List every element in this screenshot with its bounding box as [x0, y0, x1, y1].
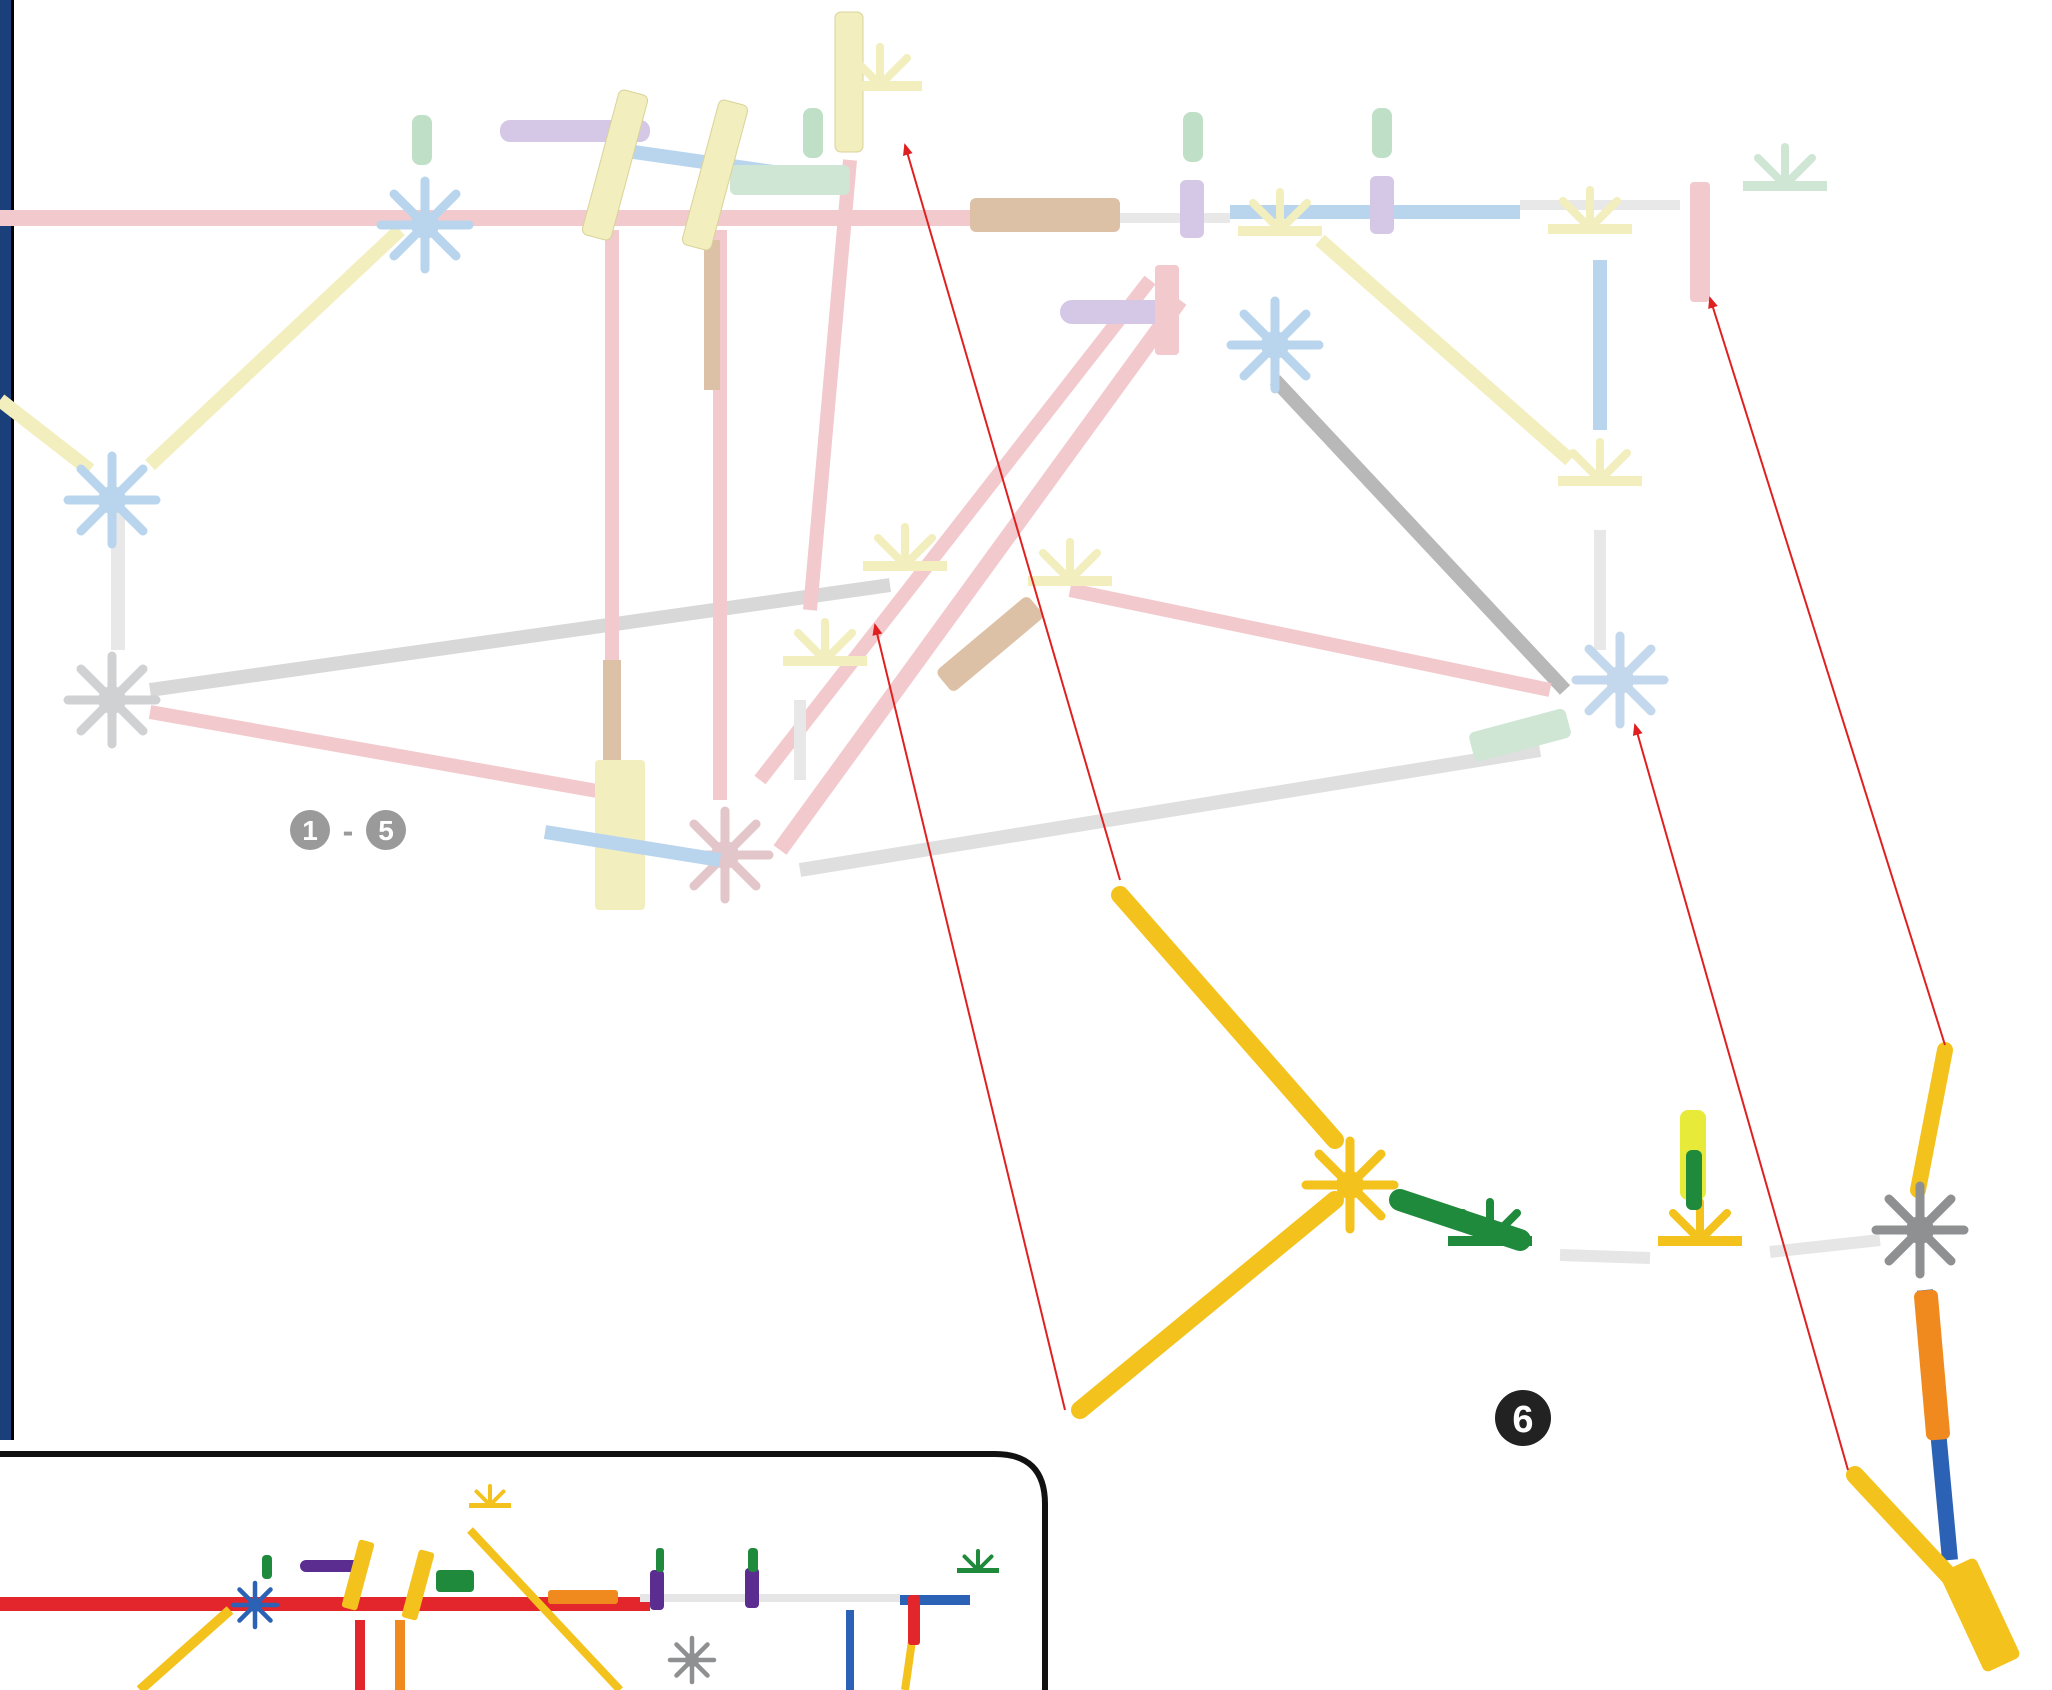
yellow-plate-1	[581, 89, 649, 241]
yellow-rod-upper	[1111, 886, 1344, 1149]
yellow-rod-right-top	[1910, 1042, 1953, 1198]
tilted-pink-rod	[803, 159, 857, 611]
left-diagonal-rod	[0, 394, 95, 476]
previous-steps-label: 1 - 5	[290, 810, 406, 850]
blue-hub-right	[1576, 636, 1664, 724]
purple-clip-2	[1370, 176, 1394, 234]
yellow-half-hub-step6	[1658, 1202, 1742, 1246]
insertion-arrow-icon	[1708, 296, 1946, 1046]
yellow-hub-step6	[1306, 1141, 1394, 1229]
blue-hub-left	[68, 456, 156, 544]
bottom-pink-rod	[148, 705, 622, 802]
inset-yellow-diagonal	[136, 1606, 234, 1690]
inset-frame	[0, 1451, 1048, 1690]
yellow-hub-mid-2	[1028, 542, 1112, 586]
step-range-separator: -	[343, 813, 354, 849]
green-hub-top-right	[1743, 147, 1827, 191]
inset-purple-clip-2	[745, 1568, 759, 1608]
insertion-arrow-icon	[872, 623, 1066, 1411]
insertion-arrow-icon	[1632, 723, 1849, 1471]
yellow-base-block	[595, 760, 645, 910]
green-clip-bottom	[1469, 708, 1571, 762]
blue-hub-top-left	[381, 181, 469, 269]
yellow-rod-lower	[1071, 1191, 1344, 1419]
green-connector	[1389, 1189, 1531, 1251]
step-range-start: 1	[302, 815, 318, 846]
inset-yellow-hub	[467, 1484, 513, 1510]
yellow-hub-front	[783, 622, 867, 666]
right-pink-rod	[1068, 583, 1552, 697]
pink-clip-right	[1690, 182, 1710, 302]
green-peg-4	[1372, 108, 1392, 158]
inset-red-clip	[908, 1595, 920, 1645]
grey-hub-left	[68, 656, 156, 744]
tan-clip-top	[970, 198, 1120, 232]
yellow-hub-right-mid	[1558, 442, 1642, 486]
current-step-label: 6	[1495, 1390, 1551, 1446]
inset-purple-clip-1	[650, 1570, 664, 1610]
step-badge-current	[1495, 1390, 1551, 1446]
inset-yellow-plate-1	[341, 1539, 375, 1611]
inset-yellow-long	[467, 1527, 623, 1690]
white-rod-2	[1769, 1234, 1881, 1258]
yellow-plate-2	[681, 99, 749, 251]
purple-clip-1	[1180, 180, 1204, 238]
pale-model	[0, 11, 1827, 910]
inset-preview	[0, 1451, 1048, 1690]
tan-clip-front	[937, 597, 1043, 691]
orange-connector	[1914, 1289, 1950, 1441]
insertion-arrows	[872, 143, 1946, 1471]
front-diagonal-rod-1	[773, 295, 1187, 855]
front-bottom-rod	[798, 743, 1542, 877]
inset-model	[0, 1484, 1001, 1690]
green-clip-top	[730, 165, 850, 195]
inset-purple-lever	[300, 1560, 360, 1572]
page-edge-bar	[0, 0, 14, 1440]
inset-blue-hub	[233, 1583, 277, 1627]
right-yellow-diagonal	[1315, 234, 1575, 466]
step-number: 6	[1512, 1399, 1533, 1441]
purple-lever-mid	[1060, 300, 1170, 324]
blue-short-bottom	[543, 825, 722, 867]
green-peg-3	[1183, 112, 1203, 162]
pink-clip-center	[1155, 265, 1179, 355]
inset-green-peg-3	[656, 1548, 664, 1572]
inset-orange-clip	[548, 1590, 618, 1604]
insertion-arrow-icon	[903, 143, 1121, 881]
inset-green-hub	[955, 1549, 1001, 1575]
bottom-grey-rod	[149, 578, 891, 697]
grey-hub-step6	[1876, 1186, 1964, 1274]
yellow-hub-top-right	[1548, 190, 1632, 234]
inset-green-peg-2	[748, 1548, 758, 1572]
green-peg-1	[412, 115, 432, 165]
inset-yellow-plate-2	[401, 1549, 435, 1621]
inset-grey-hub	[670, 1638, 714, 1682]
step6-assembly	[1071, 886, 2020, 1672]
step-badge-start	[290, 810, 330, 850]
blue-hub-center	[1231, 301, 1319, 389]
step-range-end: 5	[378, 815, 394, 846]
front-diagonal-rod-2	[754, 275, 1156, 785]
step-badge-end	[366, 810, 406, 850]
left-upper-diagonal-rod	[145, 224, 405, 471]
inset-green-peg-1	[262, 1555, 272, 1579]
green-peg-step6	[1686, 1150, 1702, 1210]
inset-green-clip	[436, 1570, 474, 1592]
yellow-end-block	[1940, 1558, 2020, 1672]
grey-diagonal-rod	[1269, 375, 1571, 695]
white-rod-1	[1559, 1249, 1651, 1264]
green-peg-2	[803, 108, 823, 158]
